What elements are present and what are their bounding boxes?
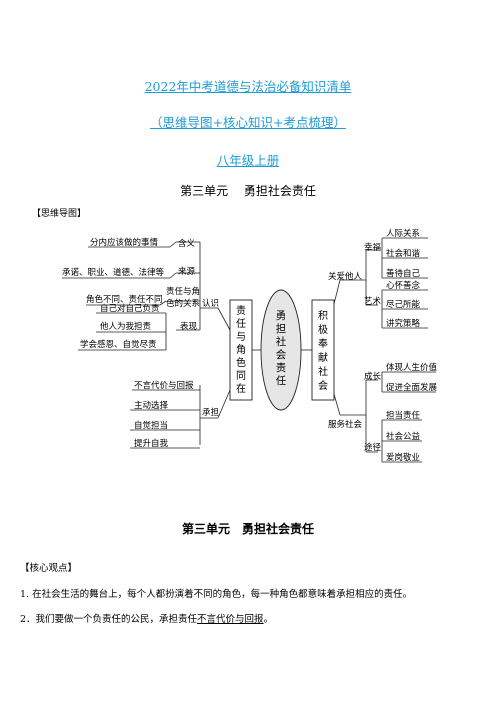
point-2-text: 2．我们要做一个负责任的公民，承担责任: [20, 614, 198, 625]
unit-title: 第三单元 勇担社会责任: [180, 184, 316, 198]
chengzhang-label: 成长: [364, 372, 382, 382]
guanxi-line2: 色的关系: [166, 299, 201, 309]
doc-title: 2022年中考道德与法治必备知识清单: [144, 79, 352, 94]
chengdan-item-3: 自觉担当: [134, 421, 169, 431]
guanxi-detail: 角色不同、责任不同: [86, 295, 163, 305]
center-ellipse: [260, 289, 302, 411]
tujing-item-2: 社会公益: [386, 432, 421, 442]
grade-label: 八年级上册: [216, 153, 280, 168]
point-2-end: 。: [263, 614, 274, 625]
laiyuan-detail: 承诺、职业、道德、法律等: [62, 268, 165, 278]
hanyi-label: 含义: [178, 239, 196, 249]
left-main-label: 责任与角色同在: [236, 306, 246, 395]
hanyi-detail: 分内应该做的事情: [90, 238, 159, 248]
xingfu-item-2: 社会和谐: [386, 249, 421, 259]
core-label: 【核心观点】: [20, 563, 78, 574]
guanai-label: 关爱他人: [328, 272, 363, 282]
left-main-box: [229, 299, 253, 401]
chengdan-item-2: 主动选择: [134, 401, 169, 411]
yishu-item-2: 尽己所能: [386, 300, 421, 310]
yishu-item-1: 心怀善念: [386, 281, 421, 291]
point-2-underlined: 不言代价与回报: [197, 614, 264, 625]
xingfu-item-3: 善待自己: [386, 269, 421, 279]
point-2: 2．我们要做一个负责任的公民，承担责任不言代价与回报。: [20, 611, 490, 625]
yishu-label: 艺术: [364, 297, 382, 307]
fuwu-label: 服务社会: [328, 420, 363, 430]
center-label: 勇担社会责任: [275, 310, 287, 387]
biaoxian-item-1: 自己对自己负责: [100, 304, 160, 314]
tujing-label: 途径: [364, 443, 382, 453]
chengzhang-item-2: 促进全面发展: [386, 383, 438, 393]
chengdan-label: 承担: [202, 408, 220, 418]
doc-subtitle: （思维导图+核心知识+考点梳理）: [150, 115, 346, 130]
chengdan-item-1: 不言代价与回报: [134, 381, 194, 391]
point-1: 1. 在社会生活的舞台上，每个人都扮演着不同的角色，每一种角色都意味着承担相应的…: [20, 589, 413, 600]
section-title: 第三单元 勇担社会责任: [181, 522, 314, 536]
mind-map: [62, 237, 436, 463]
mindmap-label: 【思维导图】: [32, 209, 87, 219]
chengdan-item-4: 提升自我: [134, 439, 169, 449]
xingfu-label: 幸福: [364, 243, 382, 253]
tujing-item-3: 爱岗敬业: [386, 453, 421, 463]
biaoxian-item-3: 学会感恩、自觉尽责: [80, 340, 157, 350]
biaoxian-item-2: 他人为我担责: [100, 322, 152, 332]
laiyuan-label: 来源: [178, 267, 196, 277]
guanxi-line1: 责任与角: [166, 287, 201, 297]
right-main-label: 积极奉献社会: [318, 311, 328, 392]
xingfu-item-1: 人际关系: [386, 229, 421, 239]
chengzhang-item-1: 体现人生价值: [386, 363, 438, 373]
tujing-item-1: 担当责任: [386, 411, 421, 421]
right-main-box: [311, 299, 335, 401]
yishu-item-3: 讲究策略: [386, 319, 421, 329]
biaoxian-label: 表现: [180, 322, 198, 332]
renshi-label: 认识: [202, 299, 220, 309]
